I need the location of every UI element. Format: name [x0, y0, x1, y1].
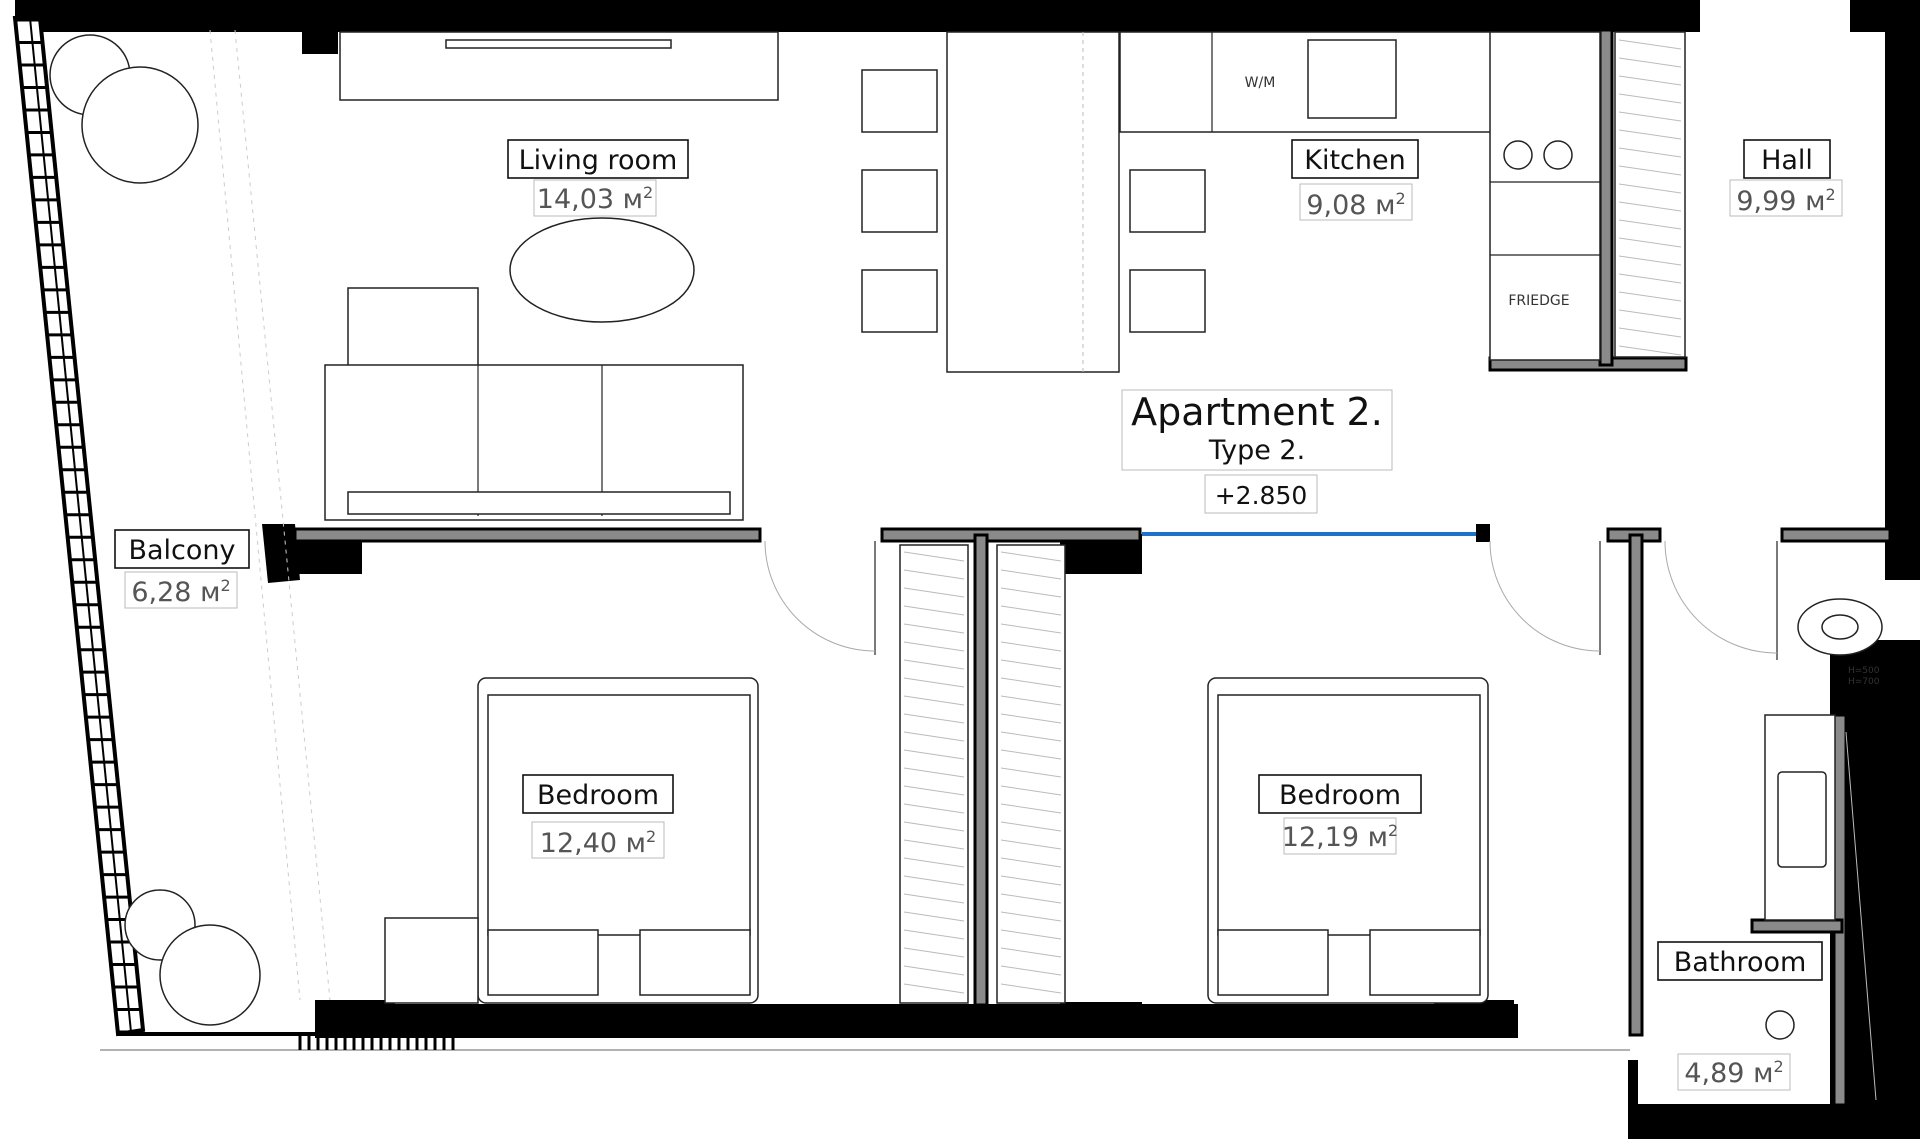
hob-icon — [1543, 140, 1573, 170]
sofa-base — [347, 491, 731, 515]
partition-bath — [1628, 533, 1644, 1037]
wardrobe-2 — [996, 544, 1066, 1004]
partition-closet — [973, 533, 989, 1007]
chair — [1129, 269, 1206, 333]
balcony-area: 6,28 м2 — [131, 576, 230, 608]
partitions — [293, 28, 1892, 1107]
tv-icon — [445, 39, 672, 49]
washing-machine-label: W/M — [1245, 75, 1276, 91]
chair — [1129, 169, 1206, 233]
beds — [384, 677, 1489, 1004]
column-6 — [315, 1000, 395, 1038]
right-wall-upper — [1885, 0, 1920, 580]
bedroom-1-area: 12,40 м2 — [540, 827, 656, 859]
chair — [861, 169, 938, 233]
pillow — [1217, 929, 1329, 996]
kitchen-counter — [1119, 31, 1493, 133]
kitchen-column — [1489, 31, 1601, 361]
plant-icon — [159, 924, 261, 1026]
balcony-column-2 — [290, 540, 362, 574]
bedroom-2-label: Bedroom — [1279, 780, 1401, 811]
window-post — [1476, 524, 1490, 542]
floor-level: +2.850 — [1215, 481, 1308, 510]
balcony-label: Balcony — [128, 535, 235, 566]
bathroom-bottom-wall — [1628, 1104, 1920, 1139]
washbasin-icon — [1777, 771, 1827, 868]
plant-icon — [81, 66, 199, 184]
kitchen-furniture: W/M FRIEDGE — [861, 31, 1601, 373]
bottom-wall — [318, 1004, 1518, 1038]
hall-area: 9,99 м2 — [1736, 185, 1835, 217]
balcony-railing — [12, 16, 1630, 1051]
partition-mid — [880, 527, 1142, 543]
living-room-label: Living room — [519, 145, 678, 176]
sink-icon — [1307, 39, 1397, 119]
nightstand — [384, 917, 479, 1004]
pillow — [639, 929, 751, 996]
living-room-area: 14,03 м2 — [537, 183, 653, 215]
railing-ticks-bottom — [298, 1036, 455, 1050]
kitchen-area: 9,08 м2 — [1306, 189, 1405, 221]
partition-bath-inner — [1832, 713, 1848, 1107]
railing-ticks — [15, 18, 143, 1034]
apartment-title: Apartment 2. — [1131, 390, 1383, 434]
wardrobe-hall — [1614, 31, 1686, 358]
coffee-table — [509, 217, 695, 323]
hall-label: Hall — [1761, 145, 1813, 176]
chair — [861, 69, 938, 133]
column-5 — [1434, 1000, 1514, 1036]
dining-table — [946, 31, 1120, 373]
shower-drain-icon — [1765, 1010, 1795, 1040]
partition-living-bedroom — [293, 527, 762, 543]
room-labels: Living room 14,03 м2 Kitchen 9,08 м2 Hal… — [114, 139, 1843, 1091]
pillow — [487, 929, 599, 996]
bathroom-left-wall-stub — [1628, 1060, 1638, 1139]
column-4 — [1060, 1002, 1142, 1038]
bedroom-1-label: Bedroom — [537, 780, 659, 811]
partition-bath-inner-h — [1750, 918, 1844, 934]
wardrobes — [899, 31, 1686, 1004]
bedroom-2-area: 12,19 м2 — [1282, 821, 1398, 853]
plants — [49, 34, 261, 1026]
chair — [861, 269, 938, 333]
fridge-label: FRIEDGE — [1508, 293, 1569, 309]
apartment-type: Type 2. — [1208, 435, 1305, 466]
doors — [764, 540, 1778, 660]
pillow — [1369, 929, 1481, 996]
partition-kitchen-wall — [1598, 28, 1614, 367]
hob-icon — [1503, 140, 1533, 170]
bathroom-fixtures: H=500 H=700 — [1764, 598, 1883, 1101]
living-furniture — [324, 31, 779, 521]
toilet-height-2: H=700 — [1848, 677, 1880, 687]
column-1 — [302, 18, 338, 54]
bathroom-label: Bathroom — [1674, 947, 1807, 978]
partition-hall-2 — [1780, 527, 1892, 543]
top-wall — [15, 0, 1700, 32]
wardrobe-1 — [899, 544, 969, 1004]
kitchen-label: Kitchen — [1304, 145, 1405, 176]
toilet-height-1: H=500 — [1848, 666, 1880, 676]
bathroom-area: 4,89 м2 — [1684, 1057, 1783, 1089]
